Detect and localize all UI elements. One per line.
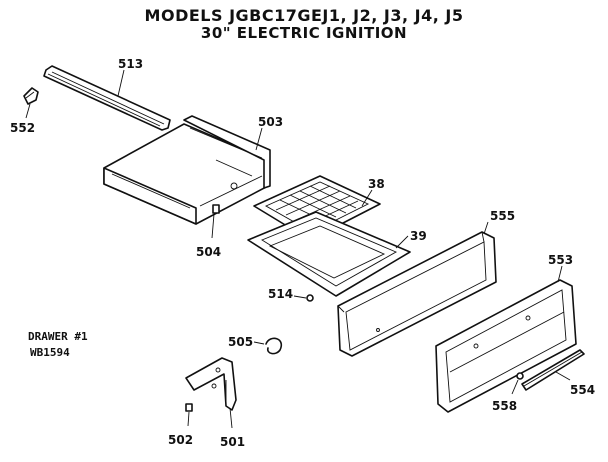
part-503-drawer-body xyxy=(103,115,271,225)
label-503: 503 xyxy=(258,115,283,129)
part-513-rail xyxy=(43,65,171,131)
label-505: 505 xyxy=(228,335,253,349)
part-39-broiler-pan xyxy=(247,211,411,297)
label-555: 555 xyxy=(490,209,515,223)
label-514: 514 xyxy=(268,287,293,301)
part-555-inner-panel xyxy=(337,231,497,357)
leader-514 xyxy=(293,295,307,299)
label-501: 501 xyxy=(220,435,245,449)
leader-513 xyxy=(117,69,125,97)
leader-38 xyxy=(361,189,373,207)
leader-553 xyxy=(557,265,563,283)
part-554-trim-strip xyxy=(521,349,585,391)
leader-558 xyxy=(511,379,519,395)
label-38: 38 xyxy=(368,177,385,191)
label-558: 558 xyxy=(492,399,517,413)
drawer-note: DRAWER #1 xyxy=(28,330,88,343)
label-502: 502 xyxy=(168,433,193,447)
leader-502 xyxy=(187,411,190,427)
leader-552 xyxy=(25,103,31,119)
leader-505 xyxy=(253,341,265,345)
label-39: 39 xyxy=(410,229,427,243)
part-514-clip xyxy=(306,294,314,302)
part-552-fastener xyxy=(23,87,39,105)
drawer-part-number: WB1594 xyxy=(30,346,70,359)
leader-554 xyxy=(555,371,571,381)
leader-39 xyxy=(395,235,409,249)
diagram-title: MODELS JGBC17GEJ1, J2, J3, J4, J5 xyxy=(144,6,464,25)
part-553-outer-front xyxy=(435,279,577,413)
part-505-spring xyxy=(265,337,283,355)
leader-504 xyxy=(211,213,215,239)
part-504-screw xyxy=(212,204,220,214)
label-513: 513 xyxy=(118,57,143,71)
leader-555 xyxy=(483,221,489,235)
label-554: 554 xyxy=(570,383,595,397)
part-558-screw xyxy=(516,372,524,380)
leader-501 xyxy=(229,407,233,429)
leader-503 xyxy=(255,127,263,151)
label-504: 504 xyxy=(196,245,221,259)
part-502-screw xyxy=(185,403,193,412)
part-501-bracket xyxy=(185,357,237,411)
diagram-subtitle: 30" ELECTRIC IGNITION xyxy=(200,24,408,42)
label-552: 552 xyxy=(10,121,35,135)
label-553: 553 xyxy=(548,253,573,267)
